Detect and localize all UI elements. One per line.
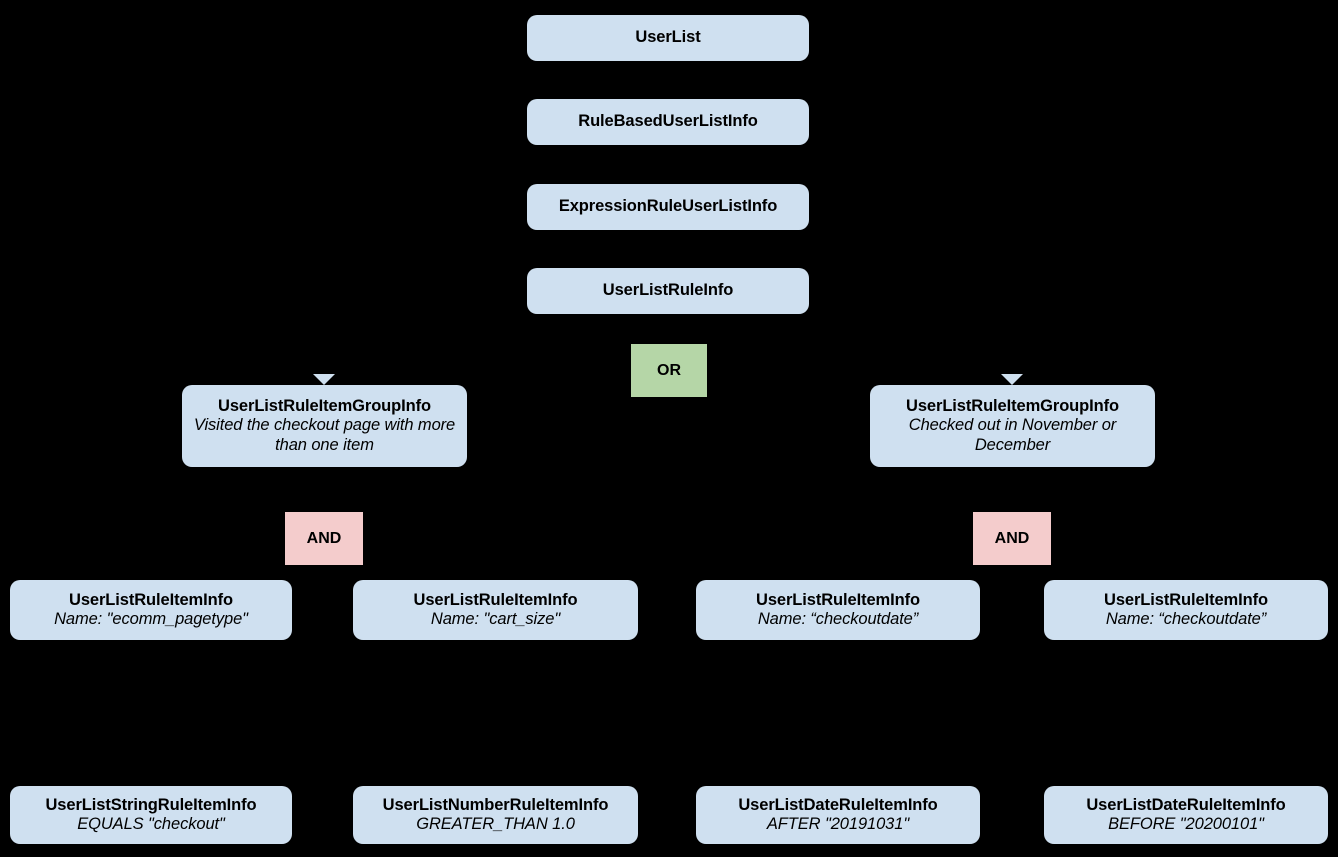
- node-leaf-date-rule-after[interactable]: UserListDateRuleItemInfo AFTER "20191031…: [696, 786, 980, 844]
- edge-arrowhead-icon: [1001, 374, 1023, 385]
- node-expression-rule-user-list-info[interactable]: ExpressionRuleUserListInfo: [527, 184, 809, 230]
- operator-badge-and-right[interactable]: AND: [973, 512, 1051, 565]
- operator-badge-and-left[interactable]: AND: [285, 512, 363, 565]
- node-subtitle: Visited the checkout page with more than…: [193, 416, 456, 454]
- node-user-list-rule-info[interactable]: UserListRuleInfo: [527, 268, 809, 314]
- operator-label: AND: [306, 529, 342, 547]
- node-title: UserListRuleItemInfo: [69, 590, 233, 609]
- node-title: UserList: [635, 28, 701, 47]
- operator-label: AND: [994, 529, 1030, 547]
- operator-badge-or[interactable]: OR: [631, 344, 707, 397]
- node-subtitle: Name: "cart_size": [430, 610, 561, 628]
- node-user-list[interactable]: UserList: [527, 15, 809, 61]
- node-rule-based-user-list-info[interactable]: RuleBasedUserListInfo: [527, 99, 809, 145]
- node-group-right[interactable]: UserListRuleItemGroupInfo Checked out in…: [870, 385, 1155, 467]
- node-subtitle: Name: "ecomm_pagetype": [54, 610, 248, 628]
- node-subtitle: BEFORE "20200101": [1108, 815, 1264, 833]
- node-title: UserListRuleItemGroupInfo: [218, 397, 431, 416]
- node-leaf-string-rule[interactable]: UserListStringRuleItemInfo EQUALS "check…: [10, 786, 292, 844]
- node-rule-item-1[interactable]: UserListRuleItemInfo Name: "ecomm_pagety…: [10, 580, 292, 640]
- node-title: UserListRuleItemInfo: [1104, 590, 1268, 609]
- node-subtitle: EQUALS "checkout": [77, 815, 225, 833]
- node-title: RuleBasedUserListInfo: [578, 112, 758, 131]
- node-subtitle: Name: “checkoutdate”: [1105, 610, 1267, 628]
- node-title: UserListRuleInfo: [602, 281, 734, 300]
- node-subtitle: Name: “checkoutdate”: [757, 610, 919, 628]
- node-rule-item-2[interactable]: UserListRuleItemInfo Name: "cart_size": [353, 580, 638, 640]
- node-title: UserListRuleItemInfo: [756, 590, 920, 609]
- node-subtitle: GREATER_THAN 1.0: [416, 815, 575, 833]
- node-subtitle: AFTER "20191031": [766, 815, 910, 833]
- node-subtitle: Checked out in November or December: [908, 416, 1117, 454]
- node-title: UserListRuleItemGroupInfo: [906, 397, 1119, 416]
- node-title: UserListNumberRuleItemInfo: [382, 795, 609, 814]
- node-leaf-number-rule[interactable]: UserListNumberRuleItemInfo GREATER_THAN …: [353, 786, 638, 844]
- node-group-left[interactable]: UserListRuleItemGroupInfo Visited the ch…: [182, 385, 467, 467]
- edge-arrowhead-icon: [313, 374, 335, 385]
- operator-label: OR: [657, 361, 681, 379]
- node-title: UserListDateRuleItemInfo: [1086, 795, 1286, 814]
- node-title: UserListRuleItemInfo: [413, 590, 578, 609]
- node-title: ExpressionRuleUserListInfo: [558, 197, 778, 216]
- node-rule-item-3[interactable]: UserListRuleItemInfo Name: “checkoutdate…: [696, 580, 980, 640]
- node-title: UserListDateRuleItemInfo: [738, 795, 938, 814]
- node-title: UserListStringRuleItemInfo: [45, 795, 257, 814]
- node-leaf-date-rule-before[interactable]: UserListDateRuleItemInfo BEFORE "2020010…: [1044, 786, 1328, 844]
- node-rule-item-4[interactable]: UserListRuleItemInfo Name: “checkoutdate…: [1044, 580, 1328, 640]
